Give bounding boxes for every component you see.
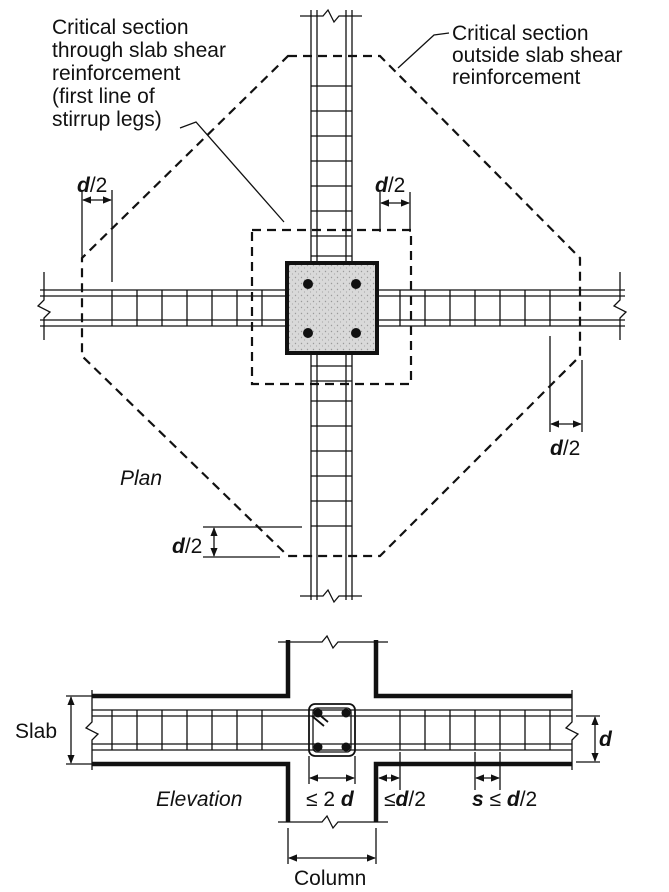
column-plan: [285, 261, 379, 355]
dim-slab: [66, 695, 92, 765]
d2-label-bottom: d/2: [172, 535, 202, 558]
leader-outside: [397, 32, 450, 69]
elevation-stirrups: [111, 710, 551, 750]
dim-d2-top-right: [379, 192, 411, 232]
le-d2-label: ≤d/2: [384, 788, 426, 811]
leader-inside: [179, 121, 285, 223]
elevation-label: Elevation: [156, 788, 242, 811]
plan-label: Plan: [120, 467, 162, 490]
critical-section-outside-label: Critical section outside slab shear rein…: [452, 22, 628, 89]
critical-section-outside: [80, 54, 582, 558]
d2-label-top-left: d/2: [77, 174, 107, 197]
dim-d-right: [576, 715, 600, 763]
column-tie: [308, 703, 356, 757]
s-le-d2-label: s ≤ d/2: [472, 788, 537, 811]
dim-d2-top-left: [81, 190, 113, 282]
dim-d2-right: [549, 336, 583, 432]
column-label: Column: [294, 867, 366, 890]
dim-d2-bottom: [203, 526, 302, 558]
le-2d-label: ≤ 2 d: [306, 788, 355, 811]
dim-s: [474, 752, 501, 790]
critical-section-inside-label: Critical section through slab shear rein…: [52, 16, 232, 131]
dim-le-2d: [308, 756, 356, 784]
critical-section-inside: [250, 228, 413, 386]
plan-view: Critical section through slab shear rein…: [36, 8, 628, 604]
dim-column: [287, 828, 377, 864]
slab-label: Slab: [15, 720, 57, 743]
elevation-view: Slab d ≤ 2 d ≤d/2 s ≤ d/2 Elevation: [15, 634, 613, 890]
d2-label-top-right: d/2: [375, 174, 405, 197]
dim-le-d2: [378, 752, 401, 790]
d2-label-right: d/2: [550, 437, 580, 460]
d-label-right: d: [599, 728, 613, 751]
